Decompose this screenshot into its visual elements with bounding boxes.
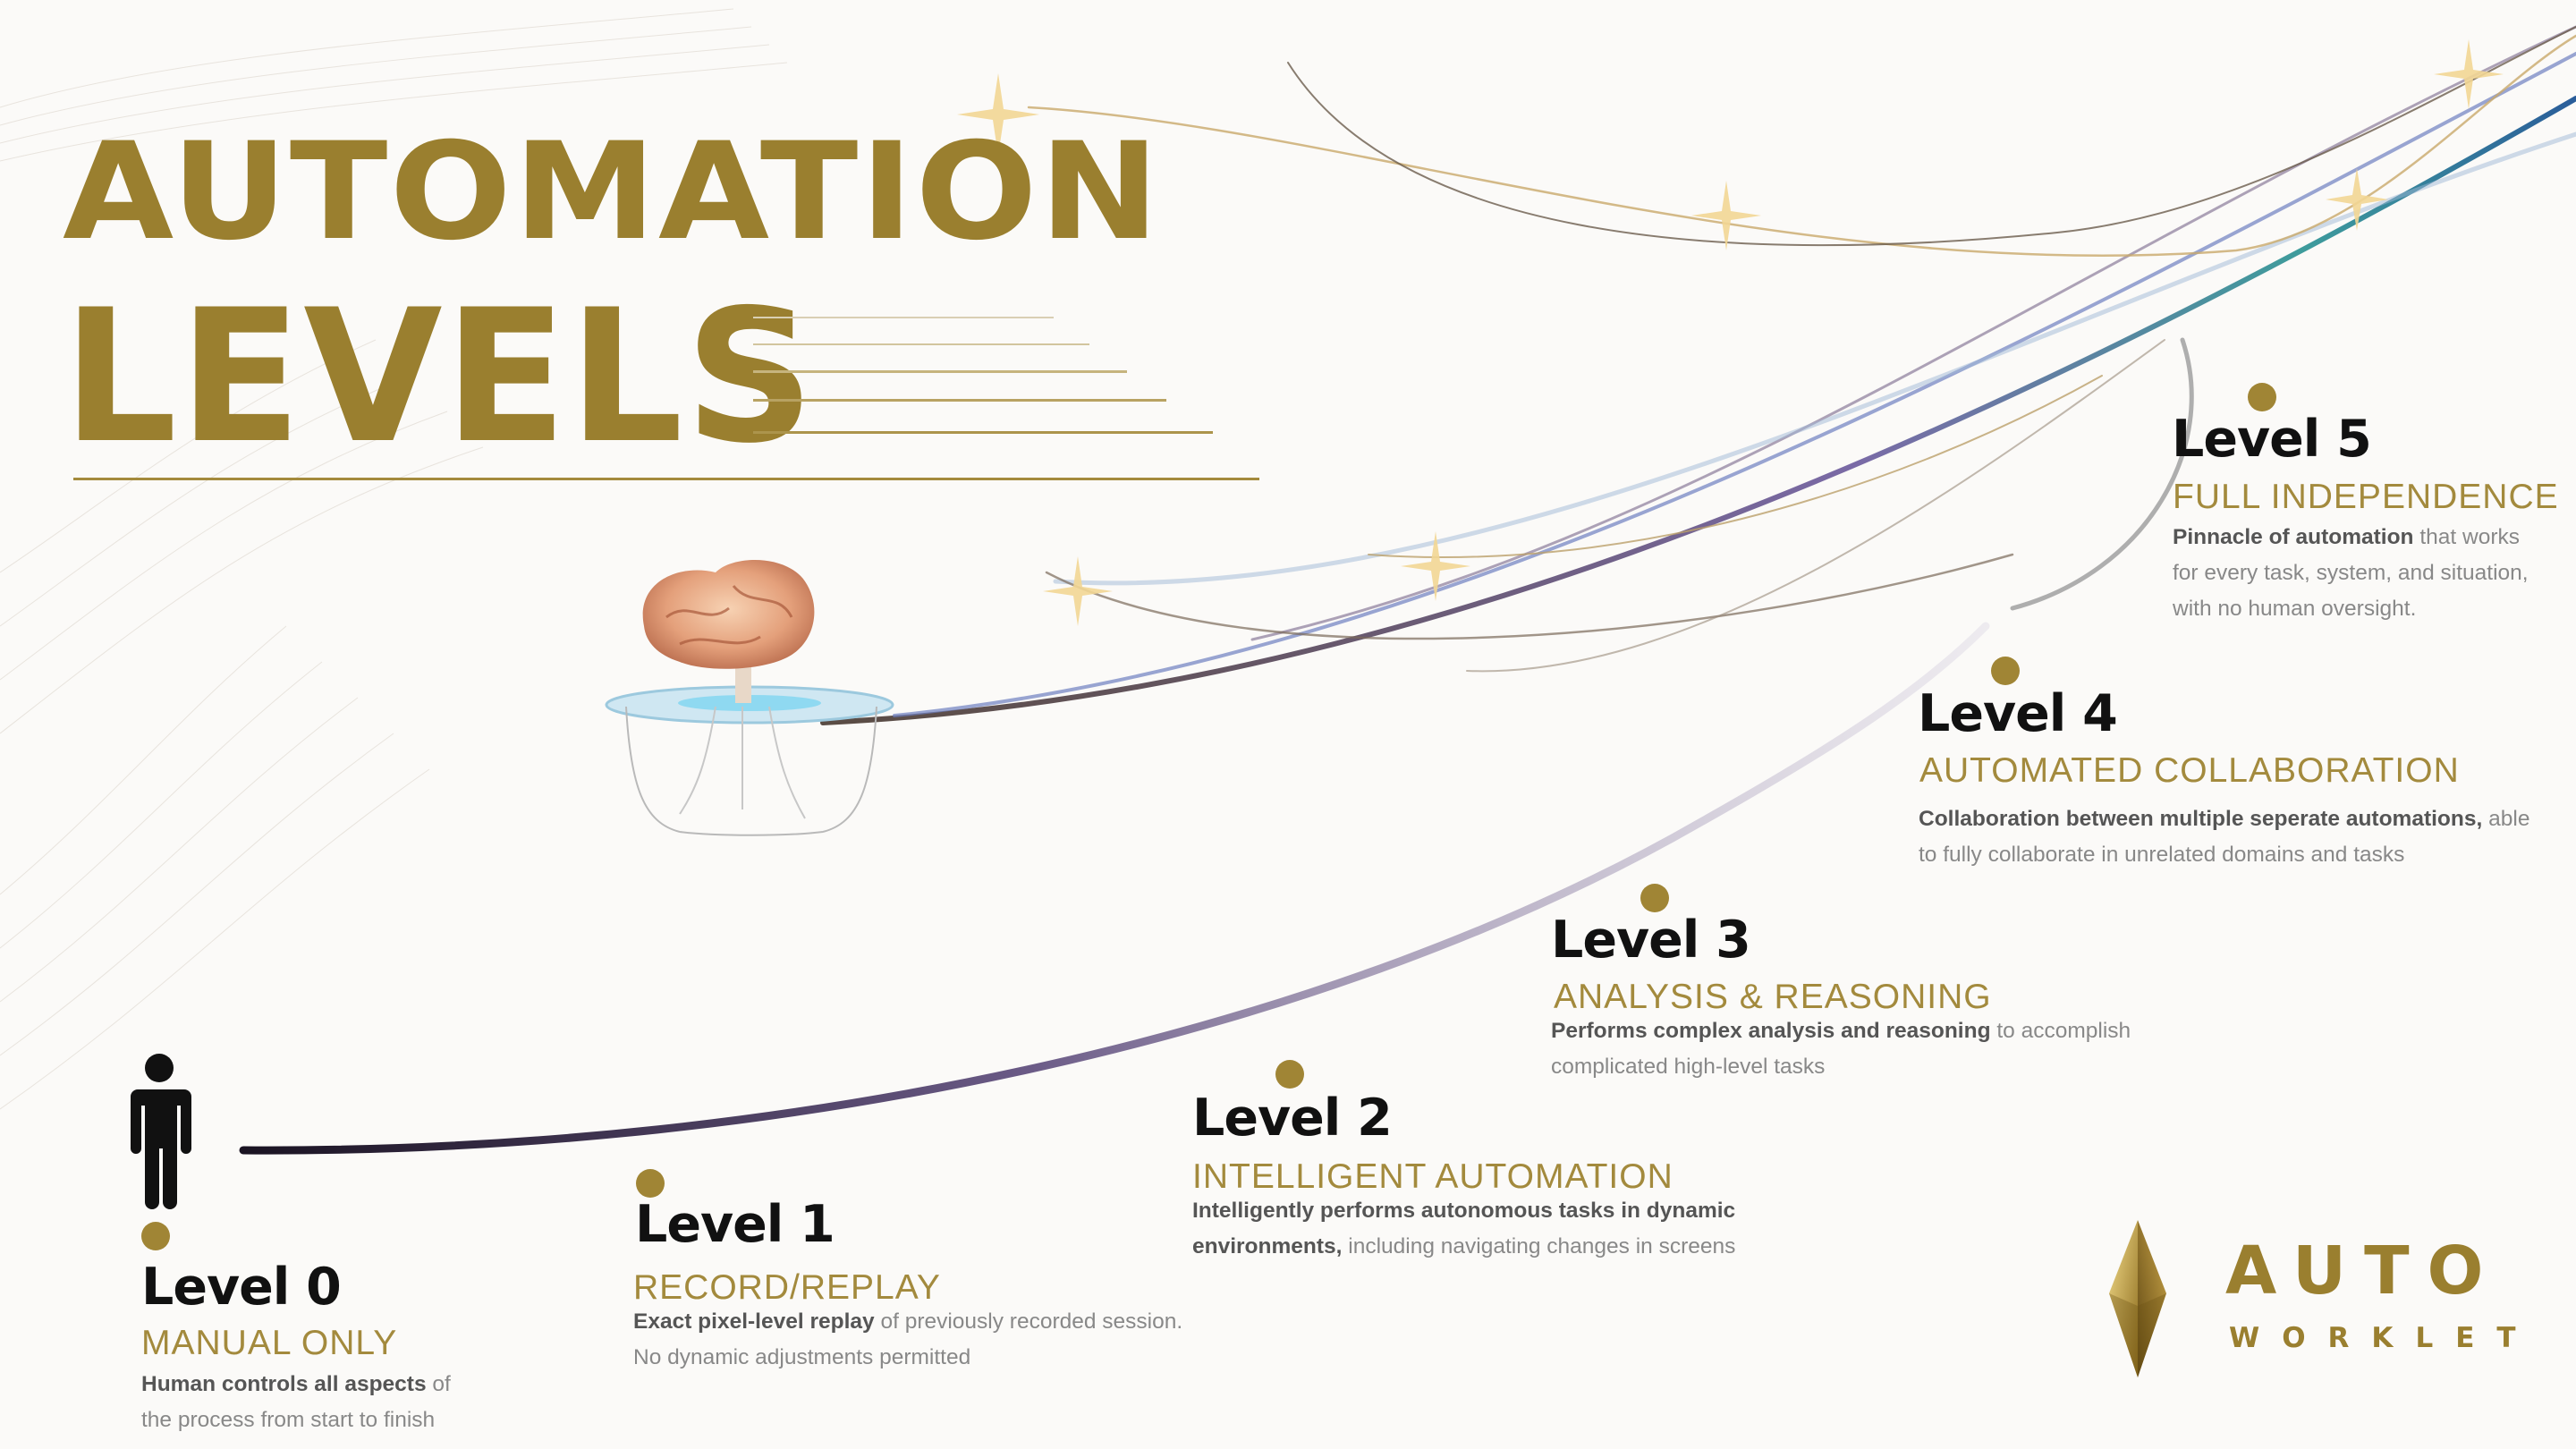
level-1-description: Exact pixel-level replay of previously r…: [633, 1309, 1183, 1369]
brain-icon: [605, 560, 894, 836]
level-2-subtitle: INTELLIGENT AUTOMATION: [1192, 1157, 1674, 1196]
page-title-line1: AUTOMATION: [63, 114, 1162, 270]
level-3-dot: [1640, 884, 1669, 912]
level-2-dot: [1275, 1060, 1304, 1089]
title-rule: [753, 370, 1127, 373]
diamond-logo-icon: [2109, 1220, 2166, 1377]
level-0-description: Human controls all aspects of the proces…: [141, 1372, 451, 1432]
level-3-subtitle: ANALYSIS & REASONING: [1554, 978, 1992, 1016]
level-4-title: Level 4: [1918, 684, 2118, 743]
level-4-description: Collaboration between multiple seperate …: [1919, 807, 2530, 867]
page-title-line2: LEVELS: [63, 271, 817, 484]
level-1-dot: [636, 1169, 665, 1198]
level-4-subtitle: AUTOMATED COLLABORATION: [1919, 751, 2460, 790]
level-5-subtitle: FULL INDEPENDENCE: [2173, 478, 2559, 516]
level-4-dot: [1991, 657, 2020, 685]
title-rule: [753, 317, 1054, 318]
level-1-subtitle: RECORD/REPLAY: [633, 1268, 941, 1307]
title-rule: [753, 431, 1213, 434]
level-3-title: Level 3: [1551, 911, 1751, 970]
level-3-description: Performs complex analysis and reasoning …: [1551, 1019, 2131, 1079]
level-5-description: Pinnacle of automation that works for ev…: [2173, 525, 2529, 621]
level-1-title: Level 1: [635, 1195, 835, 1254]
level-5-title: Level 5: [2172, 410, 2372, 469]
level-2-title: Level 2: [1192, 1089, 1393, 1148]
title-underline: [73, 478, 1259, 480]
level-2-description: Intelligently performs autonomous tasks …: [1192, 1199, 1736, 1258]
title-rule: [753, 399, 1166, 402]
person-icon: [131, 1054, 191, 1209]
level-0-title: Level 0: [141, 1258, 342, 1317]
logo-word-worklet: WORKLET: [2229, 1322, 2538, 1354]
logo-word-auto: AUTO: [2225, 1233, 2502, 1309]
level-0-subtitle: MANUAL ONLY: [141, 1324, 398, 1362]
title-rule: [753, 343, 1089, 345]
level-5-dot: [2248, 383, 2276, 411]
level-0-dot: [141, 1222, 170, 1250]
